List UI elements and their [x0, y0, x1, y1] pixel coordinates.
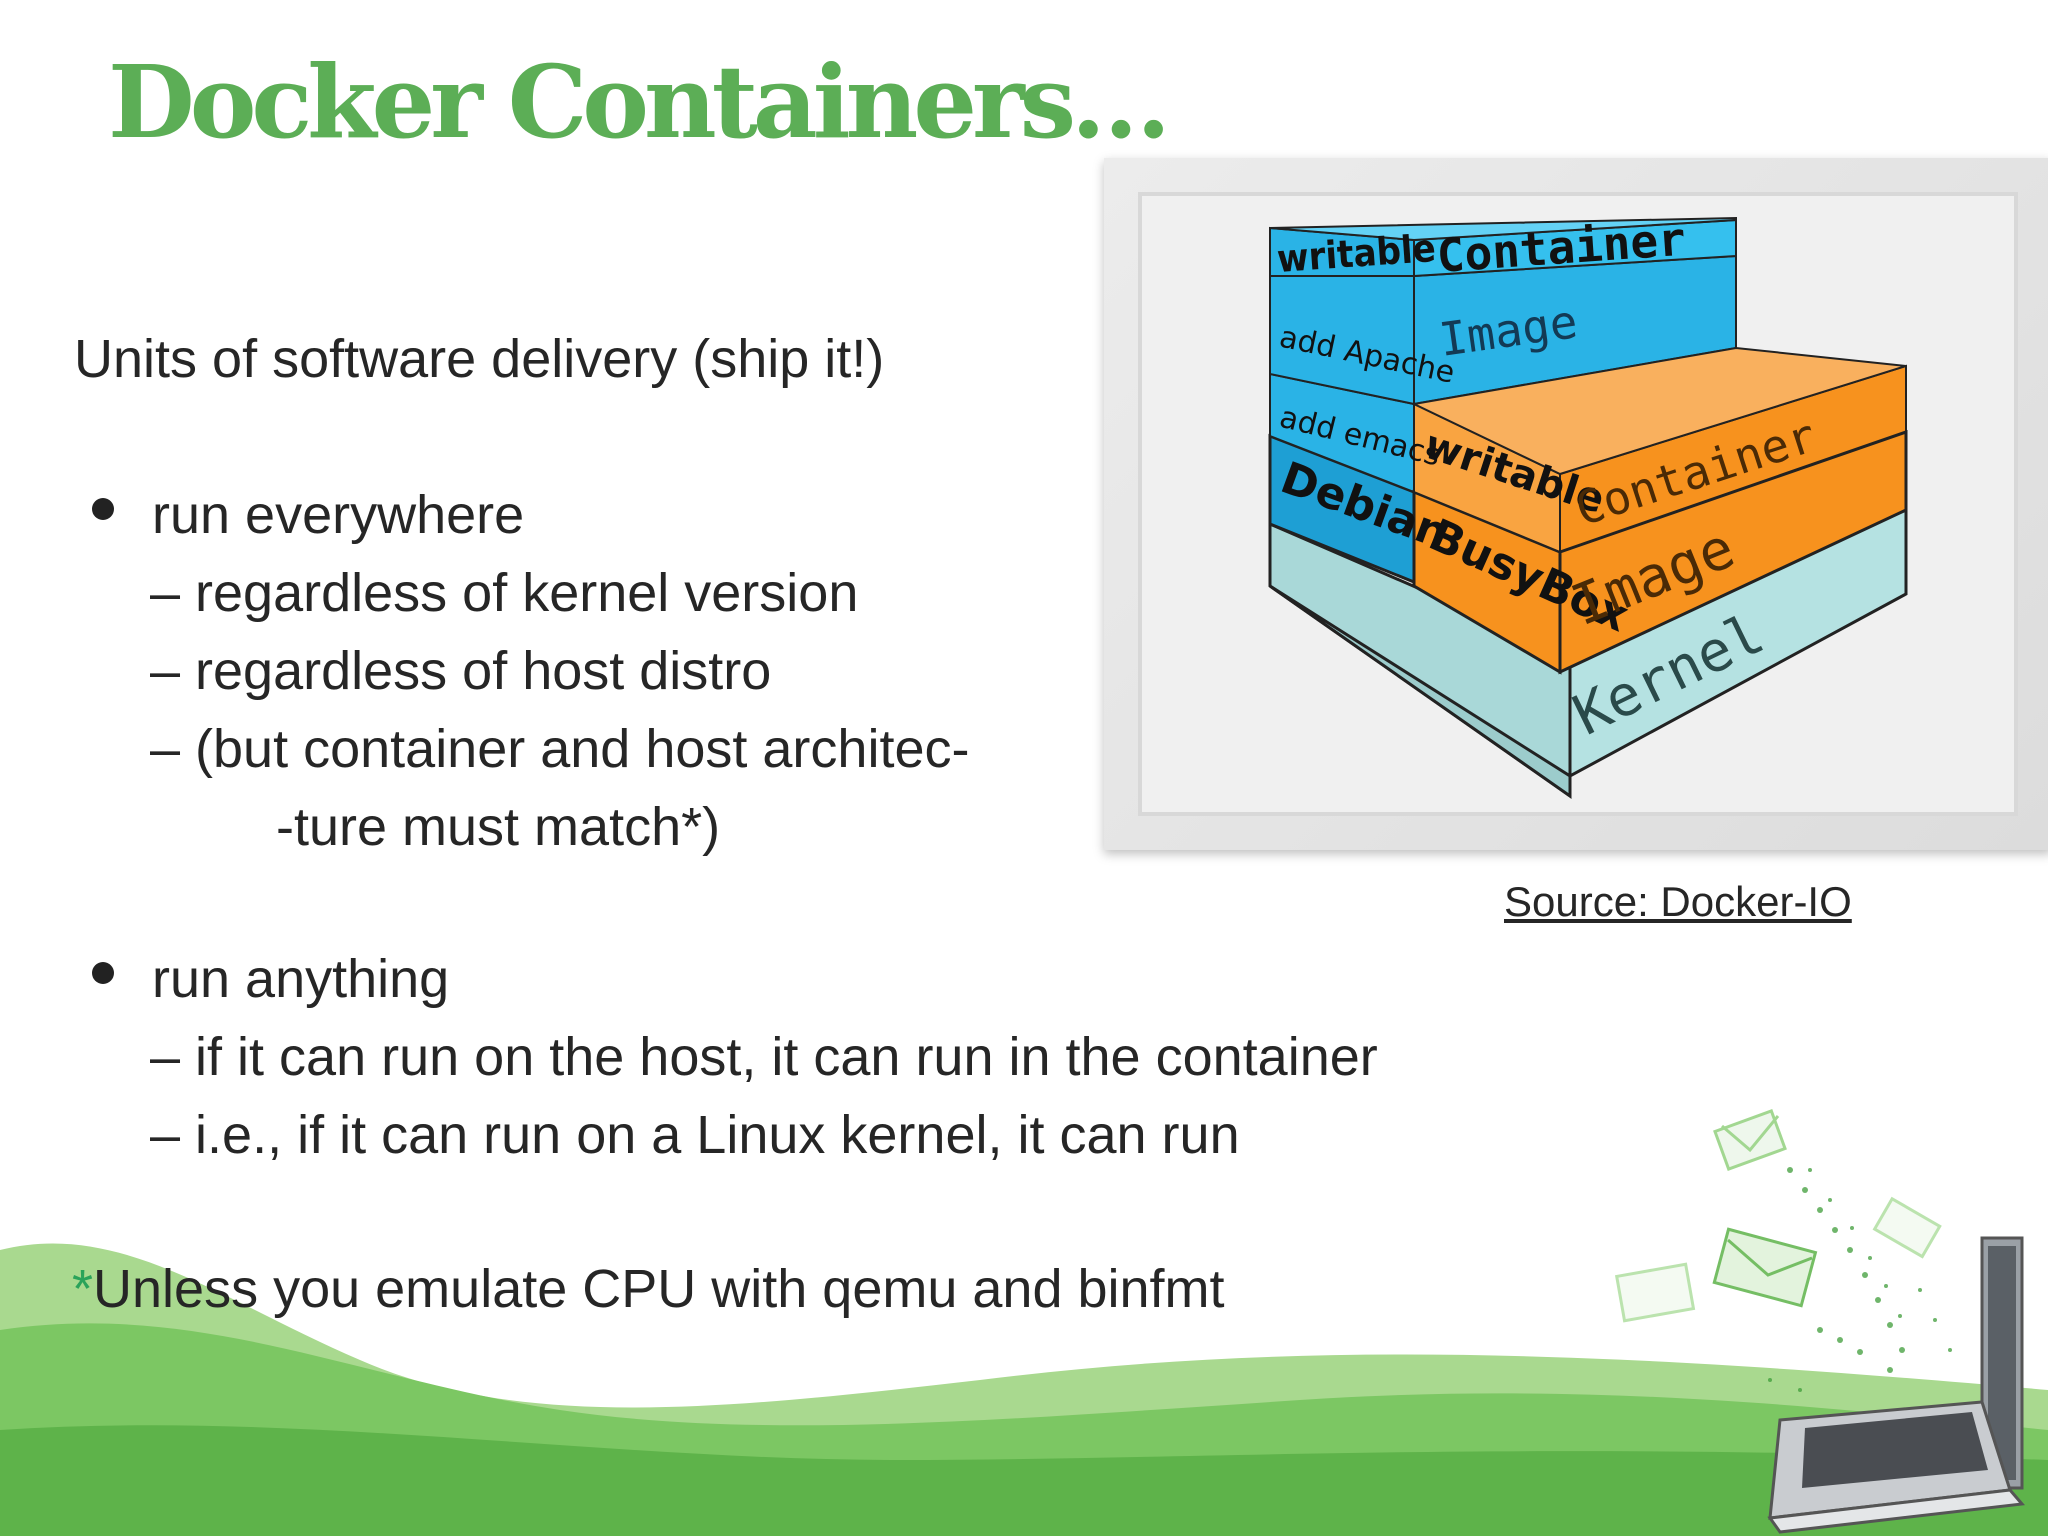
sub-point-host-distro: – regardless of host distro — [150, 641, 772, 701]
footnote-text: Unless you emulate CPU with qemu and bin… — [93, 1259, 1225, 1319]
sub-point-architecture-cont: -ture must match*) — [276, 797, 721, 857]
kernel-layer-bottom — [1269, 584, 1572, 799]
diagram-canvas: writable Container add Apache Image add … — [1138, 192, 2018, 816]
laptop-email-illustration — [1614, 1109, 2025, 1534]
sub-point-architecture: – (but container and host architec- — [150, 719, 970, 779]
binary-trail — [1768, 1167, 1952, 1392]
intro-line: Units of software delivery (ship it!) — [74, 329, 885, 389]
slide-title: Docker Containers… — [108, 43, 1171, 161]
sub-point-kernel-version: – regardless of kernel version — [150, 563, 859, 623]
envelope-icon — [1614, 1262, 1696, 1323]
green-wave-decoration — [0, 1243, 2048, 1536]
footnote-marker: * — [72, 1259, 94, 1319]
bullet-icon — [92, 498, 114, 520]
blue-top — [1269, 216, 1737, 242]
source-link[interactable]: Source: Docker-IO — [1504, 878, 1852, 925]
envelope-icon — [1712, 1227, 1818, 1308]
docker-layers-diagram: writable Container add Apache Image add … — [1268, 212, 1908, 799]
envelope-icon — [1872, 1196, 1942, 1259]
bullet-icon — [92, 962, 114, 984]
laptop-icon — [1767, 1236, 2025, 1534]
orange-image-front — [1558, 429, 1908, 675]
diagram-frame: writable Container add Apache Image add … — [1104, 158, 2048, 850]
envelope-icon — [1713, 1109, 1787, 1171]
sub-point-linux-kernel: – i.e., if it can run on a Linux kernel,… — [150, 1105, 1240, 1165]
bullet-run-anything: run anything — [152, 949, 450, 1009]
sub-point-host-container: – if it can run on the host, it can run … — [150, 1027, 1378, 1087]
footnote: *Unless you emulate CPU with qemu and bi… — [72, 1262, 1225, 1316]
bullet-run-everywhere: run everywhere — [152, 485, 525, 545]
orange-top — [1410, 346, 1907, 476]
